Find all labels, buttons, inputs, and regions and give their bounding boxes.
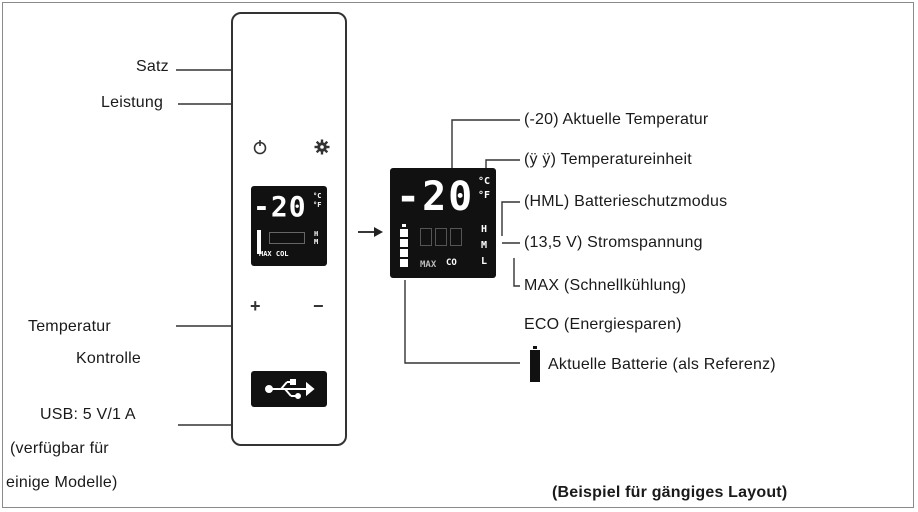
small-display-m: M xyxy=(314,238,319,246)
small-battery-icon xyxy=(257,230,261,254)
label-satz: Satz xyxy=(136,58,169,75)
label-temperatureinheit: (ÿ ÿ) Temperatureinheit xyxy=(524,151,692,168)
label-max: MAX (Schnellkühlung) xyxy=(524,277,687,294)
small-display-unit-f: °F xyxy=(313,201,322,209)
small-display-h: H xyxy=(314,230,319,238)
label-usb-note1: (verfügbar für xyxy=(10,440,109,457)
label-stromspannung: (13,5 V) Stromspannung xyxy=(524,234,703,251)
small-display-mode: MAX COL xyxy=(259,250,289,258)
large-display-l: L xyxy=(481,256,488,267)
power-icon[interactable] xyxy=(251,138,269,156)
large-display-temp: -20 xyxy=(396,174,475,220)
small-segment-boxes xyxy=(269,232,305,244)
large-segment-boxes xyxy=(420,228,466,246)
large-display-h: H xyxy=(481,224,488,235)
large-display-unit-c: °C xyxy=(478,176,491,187)
small-display-unit-c: °C xyxy=(313,192,322,200)
arrow-right-icon xyxy=(358,227,383,237)
label-usb: USB: 5 V/1 A xyxy=(40,406,136,423)
label-leistung: Leistung xyxy=(101,94,164,111)
small-display-temp: -20 xyxy=(253,190,307,223)
small-display: -20 °C °F H M MAX COL xyxy=(251,186,327,266)
large-battery-icon xyxy=(400,224,408,270)
large-display-eco: CO xyxy=(446,258,457,268)
large-display-unit-f: °F xyxy=(478,190,491,201)
plus-button[interactable]: + xyxy=(250,296,261,316)
large-display: -20 °C °F H M L MAX CO xyxy=(390,168,496,278)
label-kontrolle: Kontrolle xyxy=(76,350,141,367)
label-batterieschutzmodus: (HML) Batterieschutzmodus xyxy=(524,193,728,210)
label-eco: ECO (Energiesparen) xyxy=(524,316,682,333)
label-batterie: Aktuelle Batterie (als Referenz) xyxy=(548,356,776,373)
label-aktuelle-temperatur: (-20) Aktuelle Temperatur xyxy=(524,111,709,128)
usb-port xyxy=(251,371,327,407)
large-display-max: MAX xyxy=(420,260,437,270)
label-beispiel: (Beispiel für gängiges Layout) xyxy=(552,484,788,501)
label-temperatur: Temperatur xyxy=(28,318,111,335)
label-usb-note2: einige Modelle) xyxy=(6,474,118,491)
large-display-m: M xyxy=(481,240,488,251)
gear-icon[interactable] xyxy=(313,138,331,156)
minus-button[interactable]: − xyxy=(313,296,324,316)
battery-icon xyxy=(530,346,540,382)
usb-icon xyxy=(265,379,315,399)
